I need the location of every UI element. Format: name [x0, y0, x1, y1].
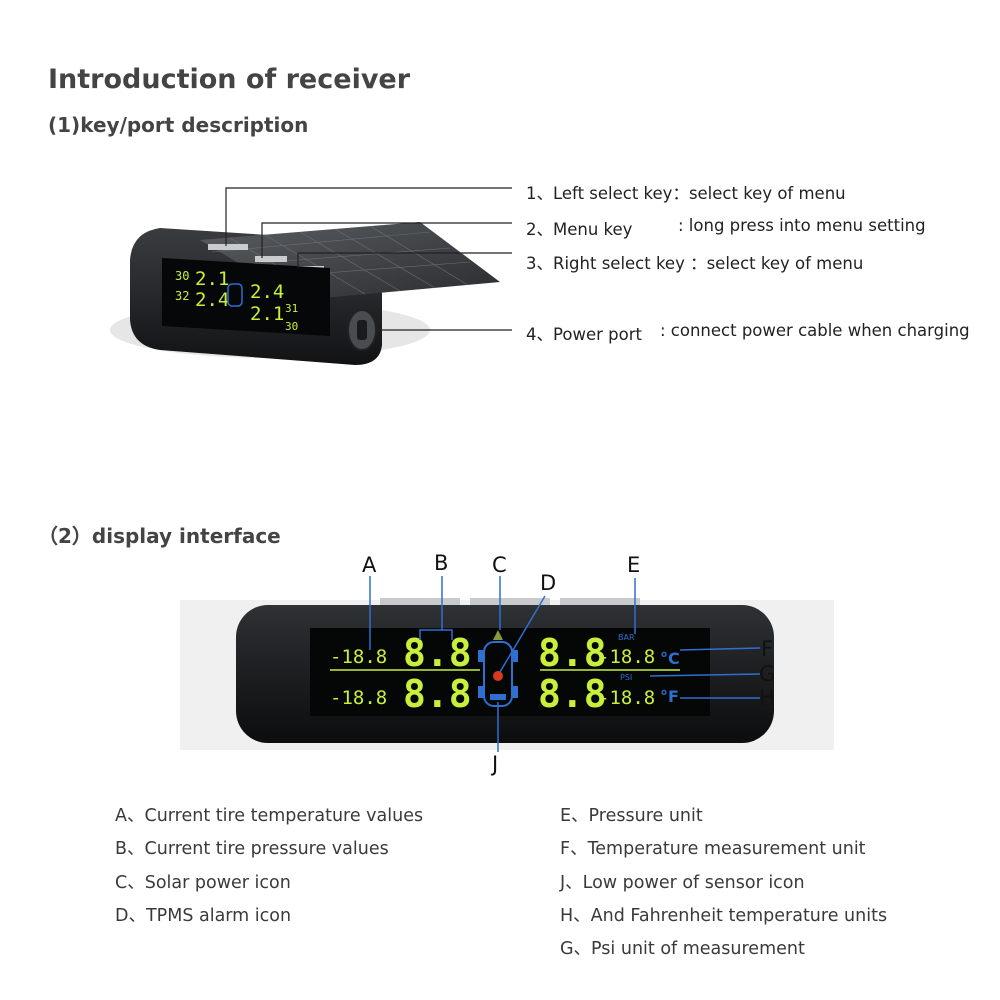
legend-right-4: G、Psi unit of measurement — [560, 939, 805, 959]
leader-line-1 — [225, 187, 512, 246]
legend-left-3: D、TPMS alarm icon — [115, 906, 292, 926]
screen-right-top: 2.4 — [250, 281, 284, 303]
legend-right-3: H、And Fahrenheit temperature units — [560, 906, 888, 926]
receiver-screen — [162, 258, 330, 336]
solar-power-icon — [493, 630, 503, 640]
lcd-temp-bottom-right: -18.8 — [598, 687, 655, 709]
leader-line-2 — [261, 222, 512, 258]
key-desc-4-label: 4、Power port — [526, 325, 642, 344]
letter-A: A — [362, 553, 377, 577]
lcd-unit-psi: PSI — [620, 673, 632, 682]
lcd-unit-celsius: °C — [660, 649, 680, 668]
legend-left-2: C、Solar power icon — [115, 873, 291, 893]
menu-key — [255, 256, 287, 262]
low-battery-icon — [490, 694, 506, 700]
section-key-port-heading: (1)key/port description — [48, 113, 309, 137]
legend-left-0: A、Current tire temperature values — [115, 806, 424, 826]
leader-G — [649, 673, 761, 677]
lcd-temp-bottom-left: -18.8 — [330, 687, 387, 709]
letter-E: E — [627, 553, 641, 577]
leader-B — [419, 576, 443, 640]
screen-right-bottom: 2.1 — [250, 303, 284, 325]
leader-F — [679, 647, 761, 651]
lcd-unit-bar: BAR — [618, 633, 635, 642]
legend-right-0: E、Pressure unit — [560, 806, 703, 826]
key-desc-4-text: : connect power cable when charging — [660, 321, 970, 340]
letter-C: C — [492, 553, 507, 577]
tpms-alarm-icon — [493, 671, 503, 681]
screen-row1-mid: 2.1 — [195, 268, 229, 290]
screen-right-small-bottom: 30 — [285, 320, 298, 333]
car-outline-icon — [227, 283, 243, 307]
lcd-unit-fahrenheit: °F — [660, 687, 679, 706]
key-desc-2-text: : long press into menu setting — [678, 216, 926, 235]
key-desc-2-label: 2、Menu key — [526, 220, 633, 239]
legend-left-1: B、Current tire pressure values — [115, 839, 389, 859]
letter-H: H — [759, 686, 775, 710]
letter-D: D — [540, 571, 557, 595]
key-desc-3: 3、Right select key ：select key of menu — [526, 254, 864, 273]
letter-B: B — [434, 551, 449, 575]
lcd-pressure-bottom-left: 8.8 — [403, 672, 472, 716]
screen-row2-left: 32 — [175, 289, 189, 303]
key-desc-1: 1、Left select key：select key of menu — [526, 184, 846, 203]
lcd-pressure-bottom-right: 8.8 — [538, 672, 607, 716]
page-title: Introduction of receiver — [48, 64, 411, 95]
legend-right-2: J、Low power of sensor icon — [560, 873, 805, 893]
lcd-pressure-top-right: 8.8 — [538, 631, 607, 675]
lcd-temp-top-left: -18.8 — [330, 646, 387, 668]
leader-line-3 — [297, 252, 512, 268]
screen-row1-left: 30 — [175, 269, 189, 283]
legend-right-1: F、Temperature measurement unit — [560, 839, 866, 859]
letter-G: G — [759, 662, 776, 686]
leader-D — [499, 595, 546, 673]
letter-F: F — [761, 637, 774, 661]
lcd-temp-top-right: -18.8 — [598, 646, 655, 668]
letter-J: J — [492, 752, 499, 776]
screen-row2-mid: 2.4 — [195, 289, 229, 311]
lcd-pressure-top-left: 8.8 — [403, 631, 472, 675]
left-select-key — [208, 244, 248, 250]
screen-right-small-top: 31 — [285, 302, 298, 315]
section-display-heading: （2）display interface — [38, 524, 281, 548]
